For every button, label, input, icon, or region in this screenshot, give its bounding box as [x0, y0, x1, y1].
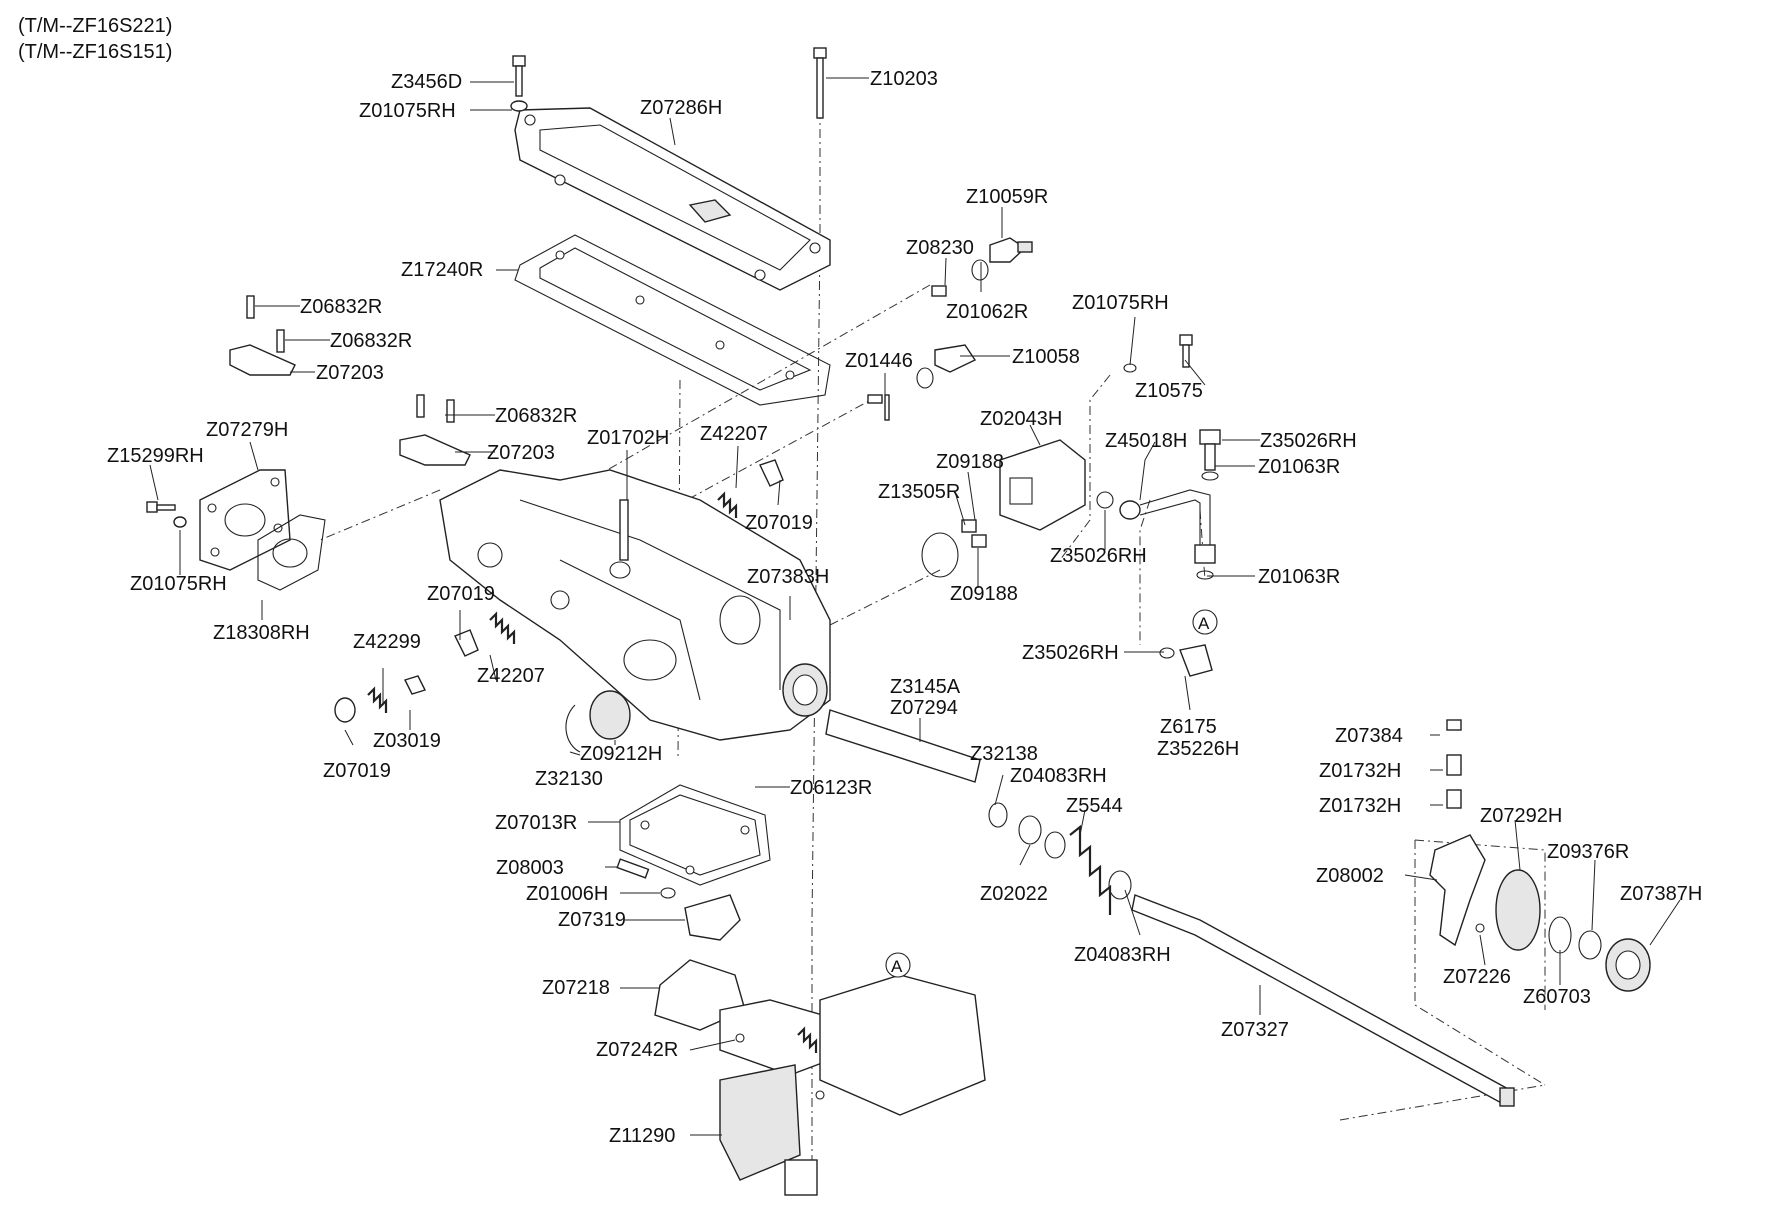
callout-label: Z09212H — [580, 743, 662, 765]
callout-label: Z07218 — [542, 977, 610, 999]
callout-label: Z35226H — [1157, 738, 1239, 760]
callout-label: Z06832R — [495, 405, 577, 427]
callout-label: Z07294 — [890, 697, 958, 719]
flange-gasket-part — [257, 514, 326, 591]
callout-label: Z01062R — [946, 301, 1028, 323]
callout-label: Z10059R — [966, 186, 1048, 208]
callout-label: Z42207 — [477, 665, 545, 687]
callout-label: Z07019 — [745, 512, 813, 534]
callout-label: Z03019 — [373, 730, 441, 752]
callout-label: Z07019 — [427, 583, 495, 605]
callout-label: Z3145A — [890, 676, 961, 698]
callout-label: Z15299RH — [107, 445, 204, 467]
reference-mark-text: A — [1198, 614, 1210, 633]
callout-label: Z6175 — [1160, 716, 1217, 738]
callout-label: Z07387H — [1620, 883, 1702, 905]
callout-label: Z10058 — [1012, 346, 1080, 368]
callout-label: Z07319 — [558, 909, 626, 931]
callout-label: Z04083RH — [1010, 765, 1107, 787]
callout-label: Z01006H — [526, 883, 608, 905]
pins-part — [884, 394, 987, 578]
bracket-plate-part — [229, 295, 471, 466]
callout-label: Z3456D — [391, 71, 462, 93]
callout-label: Z18308RH — [213, 622, 310, 644]
callout-label: Z07292H — [1480, 805, 1562, 827]
callout-label: Z01446 — [845, 350, 913, 372]
callout-label: Z01075RH — [1072, 292, 1169, 314]
reference-mark-a-right: A — [1192, 609, 1218, 635]
small-bolt-part — [146, 501, 187, 528]
plug-springs-part — [334, 459, 784, 753]
actuator-part — [719, 974, 986, 1196]
callout-label: Z06832R — [330, 330, 412, 352]
callout-label: Z35026RH — [1260, 430, 1357, 452]
gasket-part — [514, 234, 831, 406]
callout-label: Z07327 — [1221, 1019, 1289, 1041]
side-flange-part — [199, 469, 291, 571]
callout-label: Z35026RH — [1050, 545, 1147, 567]
callout-label: Z60703 — [1523, 986, 1591, 1008]
callout-label: Z07383H — [747, 566, 829, 588]
callout-label: Z08002 — [1316, 865, 1384, 887]
callout-label: Z02043H — [980, 408, 1062, 430]
callout-label: Z42207 — [700, 423, 768, 445]
callout-label: Z13505R — [878, 481, 960, 503]
lever-bearing-part — [1429, 719, 1651, 992]
shaft-part — [825, 709, 1515, 1107]
callout-label: Z10203 — [870, 68, 938, 90]
callout-label: Z35026RH — [1022, 642, 1119, 664]
callout-label: Z42299 — [353, 631, 421, 653]
callout-label: Z07203 — [487, 442, 555, 464]
callout-label: Z01702H — [587, 427, 669, 449]
callout-label: Z08230 — [906, 237, 974, 259]
callout-label: Z07203 — [316, 362, 384, 384]
callout-label: Z07019 — [323, 760, 391, 782]
reference-mark-a-bottom: A — [885, 952, 911, 978]
callout-label: Z07279H — [206, 419, 288, 441]
callout-label: Z32130 — [535, 768, 603, 790]
leader-lines — [149, 77, 1681, 1136]
callout-label: Z45018H — [1105, 430, 1187, 452]
callout-label: Z09188 — [950, 583, 1018, 605]
callout-label: Z07384 — [1335, 725, 1403, 747]
callout-label: Z10575 — [1135, 380, 1203, 402]
callout-label: Z06832R — [300, 296, 382, 318]
callout-label: Z01732H — [1319, 795, 1401, 817]
callout-label: Z07242R — [596, 1039, 678, 1061]
main-housing-part — [439, 469, 831, 741]
callout-label: Z06123R — [790, 777, 872, 799]
callout-label: Z01075RH — [130, 573, 227, 595]
bolt-part — [510, 47, 827, 119]
callout-labels: Z3456D Z01075RH Z07286H Z10203 Z10059R Z… — [107, 68, 1702, 1147]
lower-cover-part — [619, 784, 771, 886]
top-cover-part — [514, 107, 831, 291]
reference-mark-text: A — [891, 957, 903, 976]
lower-valves-part — [616, 858, 746, 1031]
callout-label: Z08003 — [496, 857, 564, 879]
callout-label: Z07226 — [1443, 966, 1511, 988]
sensor-part — [867, 237, 1033, 404]
callout-label: Z11290 — [609, 1125, 675, 1147]
callout-label: Z07013R — [495, 812, 577, 834]
callout-label: Z02022 — [980, 883, 1048, 905]
callout-label: Z07286H — [640, 97, 722, 119]
connector-part — [1159, 644, 1213, 677]
callout-label: Z01075RH — [359, 100, 456, 122]
callout-label: Z04083RH — [1074, 944, 1171, 966]
valve-block-part — [999, 334, 1221, 580]
model-label-2: (T/M--ZF16S151) — [18, 41, 172, 63]
callout-label: Z09188 — [936, 451, 1004, 473]
callout-label: Z01063R — [1258, 456, 1340, 478]
callout-label: Z32138 — [970, 743, 1038, 765]
model-label-1: (T/M--ZF16S221) — [18, 15, 172, 37]
callout-label: Z5544 — [1066, 795, 1123, 817]
callout-label: Z01063R — [1258, 566, 1340, 588]
callout-label: Z17240R — [401, 259, 483, 281]
callout-label: Z09376R — [1547, 841, 1629, 863]
callout-label: Z01732H — [1319, 760, 1401, 782]
